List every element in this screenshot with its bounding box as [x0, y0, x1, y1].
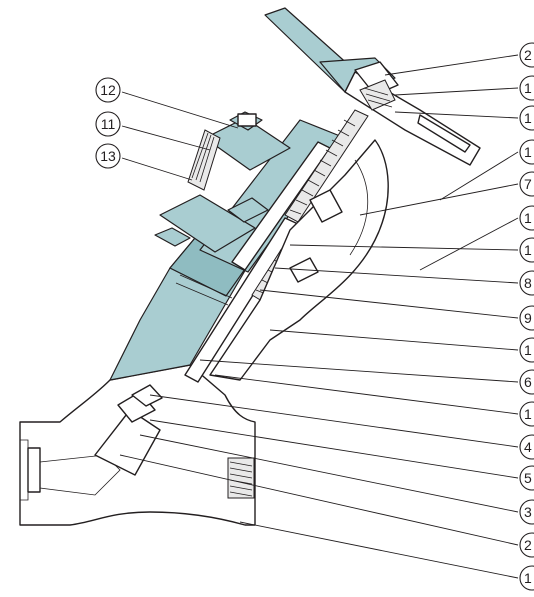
callout-r11: 6: [519, 369, 534, 395]
callout-r15: 3: [519, 499, 534, 525]
svg-text:3: 3: [524, 504, 532, 520]
svg-text:13: 13: [100, 148, 116, 164]
callout-r12: 1: [519, 401, 534, 427]
callout-r13: 4: [519, 434, 534, 460]
bonnet: [109, 237, 251, 381]
valve-body: [19, 364, 256, 526]
svg-text:7: 7: [524, 176, 532, 192]
svg-text:5: 5: [524, 470, 532, 486]
svg-text:1: 1: [524, 80, 532, 96]
callout-11: 11: [95, 111, 121, 137]
svg-text:1: 1: [524, 406, 532, 422]
callout-r16: 2: [519, 532, 534, 558]
svg-text:9: 9: [524, 310, 532, 326]
svg-text:8: 8: [524, 275, 532, 291]
callouts-right: 2 1 1 1 7 1 1 8 9 1 6 1 4 5 3 2 1: [519, 42, 534, 591]
callout-r9: 9: [519, 305, 534, 331]
svg-text:2: 2: [524, 537, 532, 553]
svg-text:12: 12: [100, 82, 116, 98]
callout-r2: 1: [519, 75, 534, 101]
callout-r3: 1: [519, 105, 534, 131]
svg-text:1: 1: [524, 242, 532, 258]
outlet-thread: [227, 457, 255, 499]
callout-r1: 2: [519, 42, 534, 68]
callout-r10: 1: [519, 337, 534, 363]
callout-r8: 8: [519, 270, 534, 296]
svg-text:6: 6: [524, 374, 532, 390]
callout-r14: 5: [519, 465, 534, 491]
svg-text:1: 1: [524, 144, 532, 160]
svg-text:11: 11: [101, 116, 116, 132]
svg-text:1: 1: [524, 342, 532, 358]
callout-r4: 1: [519, 139, 534, 165]
svg-text:1: 1: [524, 210, 532, 226]
callouts-left: 12 11 13: [95, 77, 121, 169]
callout-r7: 1: [519, 237, 534, 263]
callout-r5: 7: [519, 171, 534, 197]
svg-text:1: 1: [524, 110, 532, 126]
callout-12: 12: [95, 77, 121, 103]
gland-bolt: [154, 111, 263, 247]
callout-r6: 1: [519, 205, 534, 231]
leader-lines: [119, 54, 519, 579]
handwheel[interactable]: [264, 7, 481, 166]
svg-text:4: 4: [524, 439, 532, 455]
callout-r17: 1: [519, 565, 534, 591]
callout-13: 13: [95, 143, 121, 169]
svg-text:1: 1: [524, 570, 532, 586]
svg-text:2: 2: [524, 47, 532, 63]
